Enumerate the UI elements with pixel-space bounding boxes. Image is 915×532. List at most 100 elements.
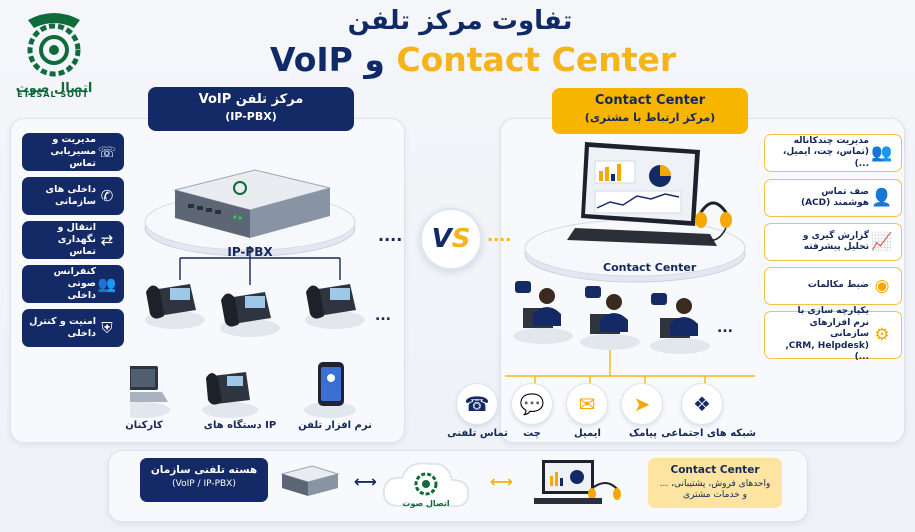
cloud-brand: اتصال صوت: [402, 499, 449, 508]
channel-label-chat: چت: [523, 428, 541, 439]
vs-v: V: [431, 224, 452, 254]
logo-brand-fa: اتصال صوت: [16, 81, 93, 96]
endpoint-label-softphone: نرم افزار تلفن: [298, 420, 372, 431]
vs-s: S: [451, 224, 471, 254]
feature-line: صف تماس: [821, 186, 869, 197]
channel-glyph: ➤: [633, 392, 651, 416]
feature-line: مدیریت چندکاناله: [793, 135, 869, 146]
feature-line: ضبط مکالمات: [807, 280, 869, 291]
cc-units-line1: واحدهای فروش، پشتیبانی، ...: [659, 479, 771, 489]
title-voip: VoIP: [270, 40, 353, 79]
integration-gear-icon: ⚙: [874, 325, 890, 345]
cc-header-subtitle: (مرکز ارتباط با مشتری): [584, 111, 716, 124]
multichannel-agents-icon: 👥: [871, 143, 893, 163]
cc-units-line2: و خدمات مشتری: [683, 490, 747, 500]
chart-growth-icon: 📈: [871, 232, 893, 252]
channel-glyph: 💬: [519, 392, 545, 416]
feature-recording: ◉ ضبط مکالمات: [764, 267, 902, 305]
channel-label-email: ایمیل: [574, 428, 601, 439]
feature-line: داخلی: [67, 328, 96, 339]
contact-center-diagram: Contact Center ...: [505, 142, 755, 388]
channel-label-phone: تماس تلفنی: [447, 428, 508, 439]
bidirectional-arrow-left: ⟷: [354, 472, 377, 491]
channel-label-sms: پیامک: [628, 428, 658, 439]
phone-routing-icon: ☏: [97, 143, 117, 161]
sms-send-icon: ➤: [621, 383, 663, 425]
contact-center-header: Contact Center (مرکز ارتباط با مشتری): [552, 88, 748, 134]
endpoint-label-staff: کارکنان: [125, 420, 163, 431]
phone-extension-icon: ✆: [100, 187, 114, 205]
channel-label-social: شبکه های اجتماعی: [661, 428, 756, 439]
shield-icon: ⛨: [101, 319, 113, 337]
social-network-icon: ❖: [681, 383, 723, 425]
feature-line: داخلی های: [45, 184, 96, 195]
more-agents-dots: ...: [717, 320, 733, 336]
feature-multichannel: 👥 مدیریت چندکاناله(تماس، چت، ایمیل، ...): [764, 134, 902, 172]
title-contact-center: Contact Center: [396, 40, 677, 79]
voip-diagram: IP-PBX ...: [130, 169, 391, 418]
ip-phone: [305, 284, 365, 329]
vs-dots-right: ....: [487, 226, 512, 245]
agent: [580, 286, 640, 350]
vs-dots-left: ....: [378, 226, 403, 245]
headset-icon: [695, 201, 732, 241]
more-dots: ...: [375, 308, 391, 324]
brand-logo: اتصال صوت: [16, 13, 93, 96]
monitor-dashboard: [567, 142, 717, 246]
cloud-logo: اتصال صوت: [382, 462, 470, 508]
channel-glyph: ✉: [578, 392, 596, 416]
feature-line: مدیریت و: [52, 134, 96, 145]
org-telephony-core-box: هسته تلفنی سازمان (VoIP / IP-PBX): [140, 458, 268, 502]
ip-phone: [145, 284, 205, 329]
phone-icon: ☎: [456, 383, 498, 425]
org-core-title: هسته تلفنی سازمان: [150, 464, 258, 476]
email-icon: ✉: [566, 383, 608, 425]
channel-glyph: ❖: [693, 392, 711, 416]
channel-glyph: ☎: [464, 392, 490, 416]
feature-line: تحلیل پیشرفته: [803, 242, 869, 252]
desk-phone-device: [202, 372, 258, 418]
chat-icon: 💬: [511, 383, 553, 425]
feature-line: هوشمند (ACD): [800, 198, 869, 208]
feature-line: داخلی: [67, 290, 96, 301]
integration-diagram: ⟷ اتصال صوت ⟷: [280, 460, 621, 508]
feature-line: (CRM, Helpdesk, ...): [785, 340, 869, 363]
cc-header-title: Contact Center: [594, 93, 706, 108]
feature-line: گزارش گیری و: [802, 230, 869, 241]
conference-people-icon: 👥: [97, 275, 117, 293]
feature-line: (تماس، چت، ایمیل، ...): [782, 147, 869, 169]
queue-person-icon: 👤: [871, 188, 893, 208]
agent: [513, 281, 573, 344]
ip-phone: [220, 292, 280, 337]
feature-line: نگهداری تماس: [57, 234, 96, 257]
logo-brand-en: ETESAL SOUT: [17, 90, 89, 99]
feature-line: نرم افزارهای سازمانی: [809, 317, 869, 340]
voip-header-title: مرکز تلفن VoIP: [198, 92, 304, 107]
voip-header: مرکز تلفن VoIP (IP-PBX): [148, 87, 354, 131]
agent: [650, 293, 710, 354]
feature-line: کنفرانس صوتی: [53, 266, 96, 289]
cc-device-label: Contact Center: [603, 261, 697, 274]
page-title-line2: VoIP و Contact Center: [270, 40, 676, 80]
transfer-arrows-icon: ⇄: [100, 231, 114, 249]
monitor-small: [534, 460, 621, 504]
record-icon: ◉: [874, 276, 890, 296]
contact-center-units-box: Contact Center واحدهای فروش، پشتیبانی، .…: [648, 458, 782, 508]
bidirectional-arrow-right: ⟷: [490, 472, 513, 491]
ip-pbx-device: [173, 169, 331, 238]
feature-line: مسیریابی تماس: [50, 146, 96, 169]
pbx-device-small: [280, 465, 340, 496]
endpoint-label-ip-devices: IP دستگاه های: [203, 420, 277, 431]
laptop-device: [130, 366, 170, 418]
feature-line: سازمانی: [54, 196, 96, 207]
feature-line: یکپارچه سازی با: [797, 306, 869, 317]
title-and: و: [364, 40, 385, 79]
